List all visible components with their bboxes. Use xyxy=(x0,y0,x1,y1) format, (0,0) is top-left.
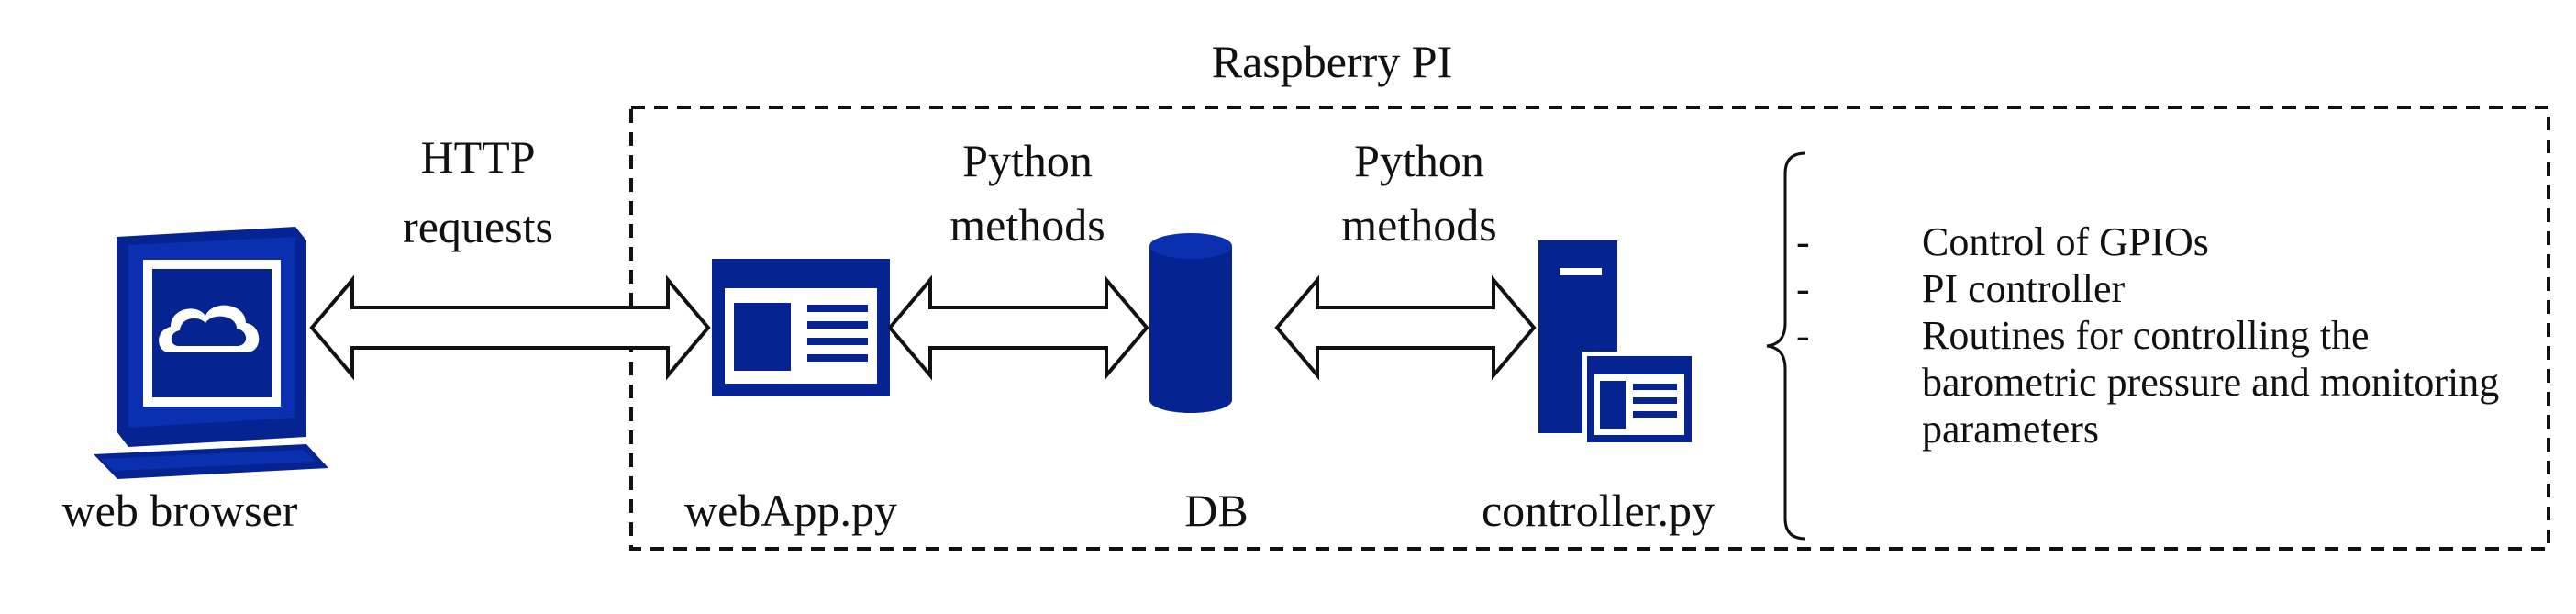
web-browser-label: web browser xyxy=(61,485,298,536)
python-methods-2-line1: Python xyxy=(1354,135,1484,186)
http-double-arrow xyxy=(309,274,711,381)
web-page-icon xyxy=(712,259,890,396)
python-methods-1-line2: methods xyxy=(949,199,1105,251)
http-label-line1: HTTP xyxy=(420,131,536,183)
python-methods-1-line1: Python xyxy=(962,135,1093,186)
db-label: DB xyxy=(1184,485,1249,536)
python-methods-2-line2: methods xyxy=(1341,199,1497,251)
server-with-window-icon xyxy=(1538,240,1696,447)
controller-notes-list: Control of GPIOs PI controller Routines … xyxy=(1796,218,2530,452)
notes-brace xyxy=(1766,151,1806,541)
http-label-line2: requests xyxy=(403,201,553,252)
database-cylinder-icon xyxy=(1149,233,1232,413)
container-title: Raspberry PI xyxy=(1211,36,1453,87)
python-double-arrow-1 xyxy=(887,274,1149,381)
note-item: Control of GPIOs xyxy=(1796,218,2530,265)
computer-monitor-cloud-icon xyxy=(94,227,328,479)
connection-arrows xyxy=(309,274,1537,381)
note-item: Routines for controlling the barometric … xyxy=(1796,312,2530,452)
webapp-label: webApp.py xyxy=(684,485,897,536)
python-double-arrow-2 xyxy=(1274,274,1537,381)
note-item: PI controller xyxy=(1796,265,2530,312)
controller-label: controller.py xyxy=(1481,485,1715,536)
